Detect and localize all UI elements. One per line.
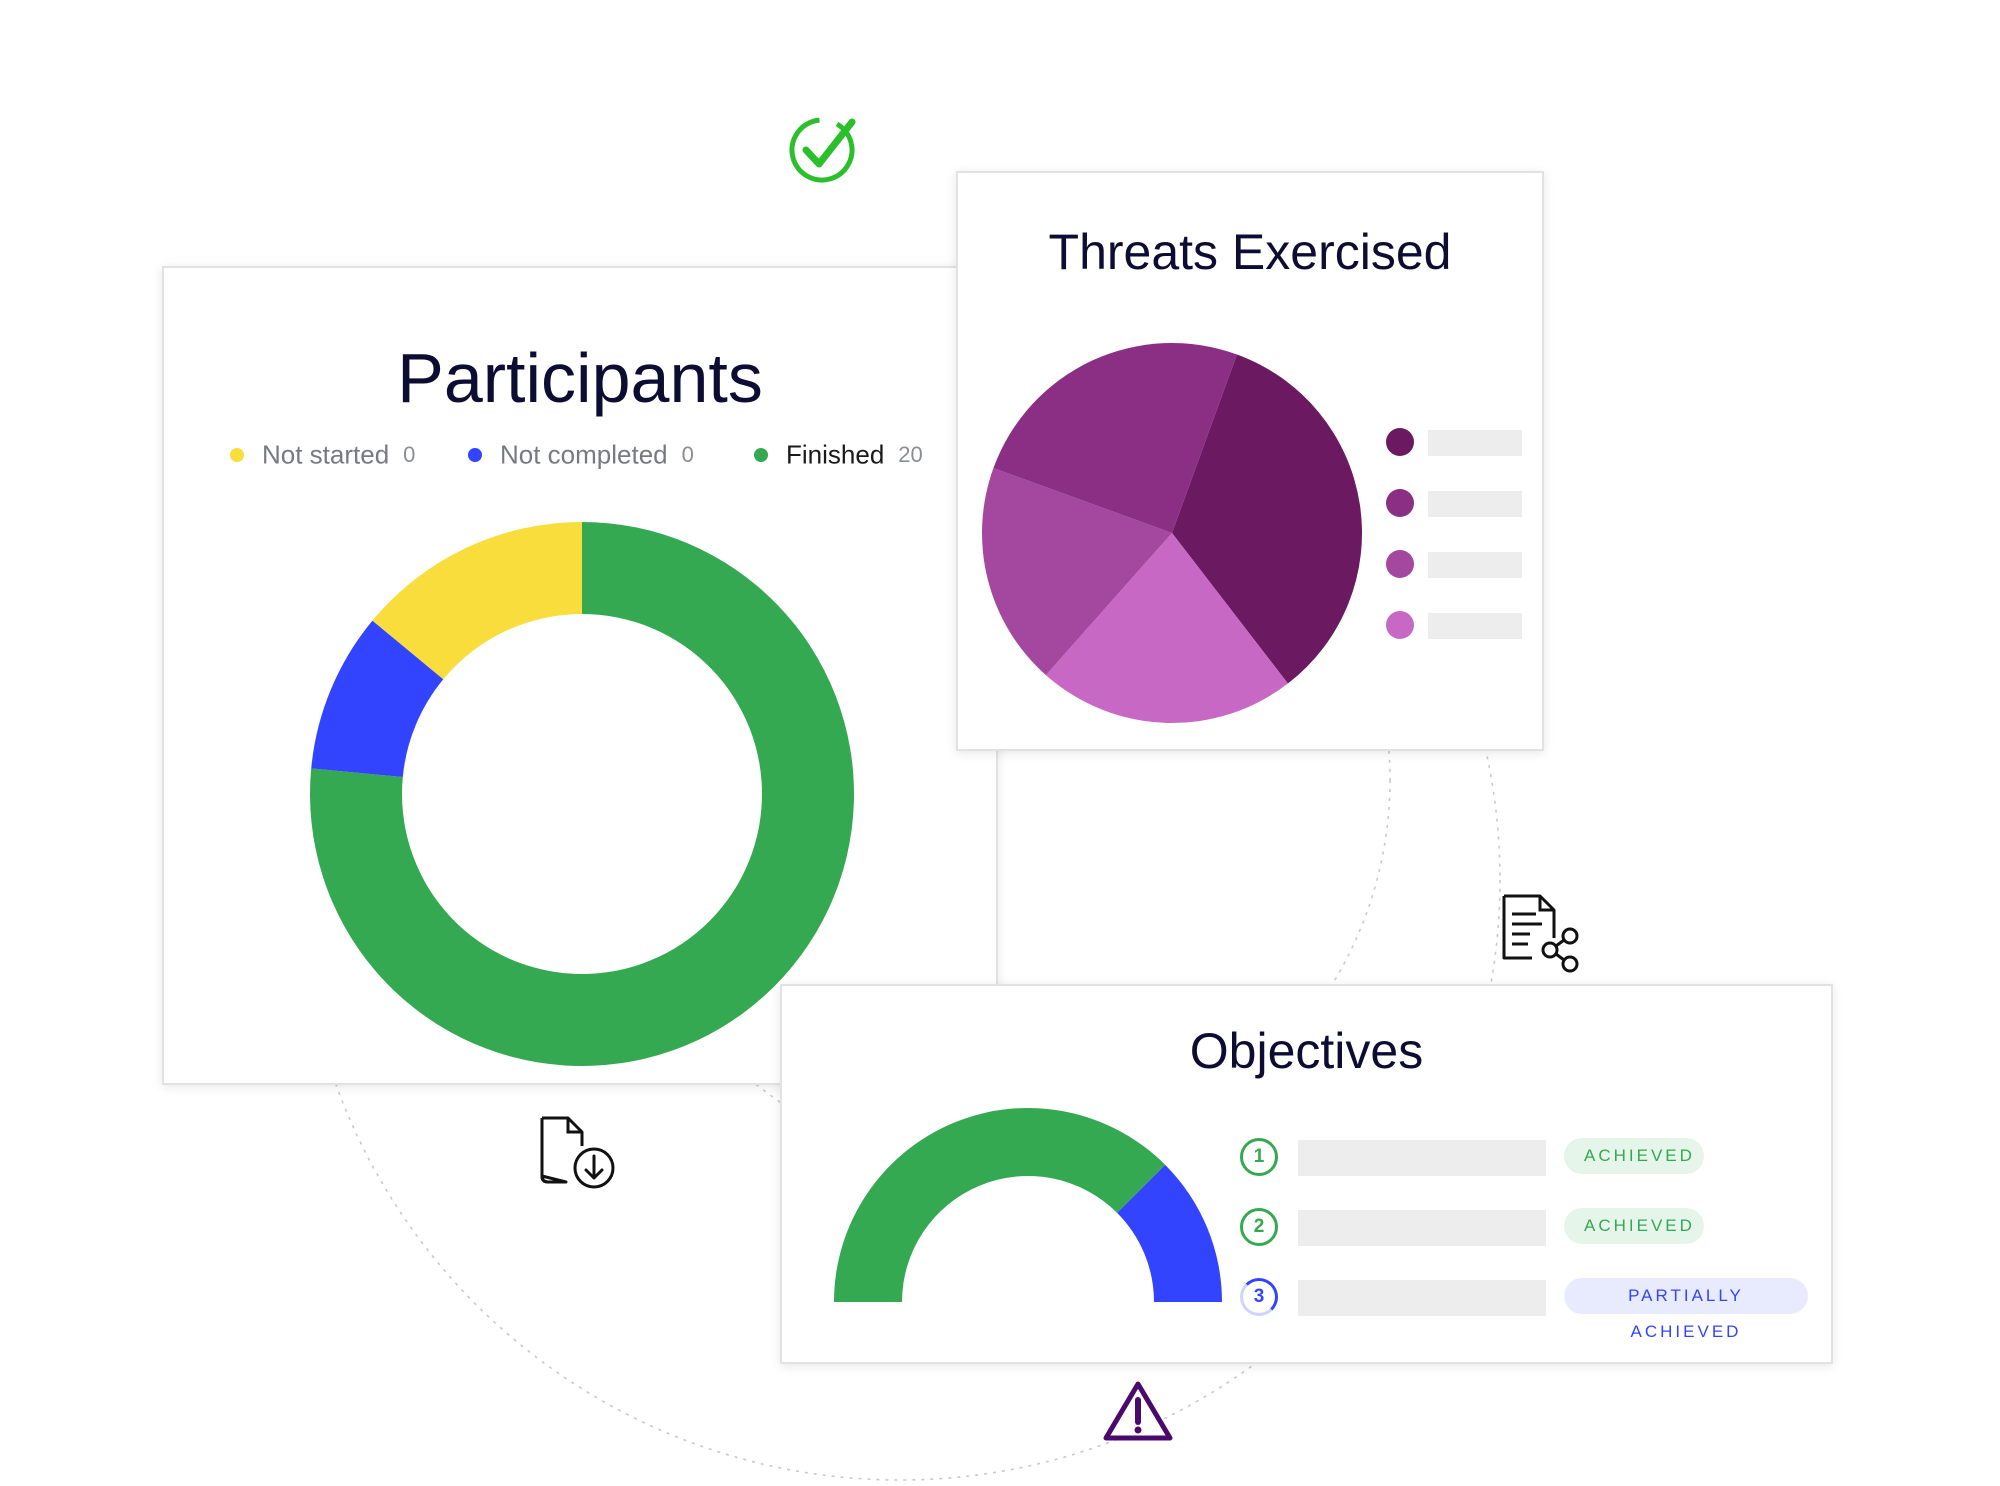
threats-pie-chart (982, 343, 1362, 723)
status-badge: ACHIEVED (1564, 1138, 1704, 1174)
participants-title: Participants (397, 339, 763, 417)
threats-legend-item[interactable] (1386, 489, 1522, 517)
objectives-title: Objectives (1189, 1023, 1424, 1079)
legend-label: Not completed (500, 439, 668, 470)
check-circle-icon (786, 110, 866, 190)
legend-placeholder-bar (1428, 552, 1522, 578)
status-badge: ACHIEVED (1564, 1208, 1704, 1244)
warning-triangle-icon (1102, 1380, 1174, 1444)
legend-label: Finished (786, 439, 885, 470)
participants-donut-chart (310, 522, 854, 1066)
threats-exercised-card: Threats Exercised (956, 171, 1544, 751)
document-share-icon (1500, 892, 1582, 974)
donut-slice-3[interactable] (372, 522, 582, 680)
objective-placeholder-bar (1298, 1140, 1546, 1176)
pie-slice-2[interactable] (1045, 533, 1288, 723)
threats-legend-item[interactable] (1386, 611, 1522, 639)
objectives-card: Objectives 1 ACHIEVED 2 ACHIEVED 3 PARTI… (780, 984, 1833, 1364)
legend-label: Not started (262, 439, 390, 470)
legend-placeholder-bar (1428, 430, 1522, 456)
legend-dot-yellow (230, 448, 244, 463)
threats-legend-item[interactable] (1386, 550, 1522, 578)
participants-card: Participants Not started 0 Not completed 0… (162, 266, 998, 1085)
objective-placeholder-bar (1298, 1210, 1546, 1246)
legend-item-not-completed[interactable]: Not completed 0 (468, 438, 694, 471)
gauge-segment-1[interactable] (834, 1108, 1166, 1302)
legend-item-finished[interactable]: Finished 20 (754, 438, 923, 471)
donut-slice-1[interactable] (310, 522, 854, 1066)
file-download-icon (538, 1112, 618, 1192)
objective-number: 1 (1240, 1138, 1278, 1176)
legend-count: 0 (681, 442, 694, 468)
legend-count: 0 (403, 442, 416, 468)
legend-dot (1386, 489, 1414, 517)
threats-legend-item[interactable] (1386, 428, 1522, 456)
status-badge: PARTIALLY ACHIEVED (1564, 1278, 1808, 1341)
legend-dot (1386, 611, 1414, 639)
pie-slice-1[interactable] (1172, 354, 1362, 684)
objective-row-1[interactable]: 1 ACHIEVED (782, 1138, 1831, 1182)
threats-title: Threats Exercised (1048, 224, 1452, 280)
gauge-segment-2[interactable] (1117, 1164, 1222, 1302)
objective-row-3[interactable]: 3 PARTIALLY ACHIEVED (782, 1278, 1831, 1341)
legend-dot-green (754, 448, 768, 463)
legend-item-not-started[interactable]: Not started 0 (230, 438, 415, 471)
legend-count: 20 (898, 442, 923, 468)
objective-row-2[interactable]: 2 ACHIEVED (782, 1208, 1831, 1252)
pie-slice-4[interactable] (993, 343, 1237, 533)
legend-dot (1386, 550, 1414, 578)
legend-dot-blue (468, 448, 482, 463)
objective-number: 3 (1240, 1278, 1278, 1316)
objectives-gauge-chart (834, 1108, 1222, 1302)
legend-placeholder-bar (1428, 491, 1522, 517)
legend-placeholder-bar (1428, 613, 1522, 639)
objective-placeholder-bar (1298, 1280, 1546, 1316)
objective-number: 2 (1240, 1208, 1278, 1246)
legend-dot (1386, 428, 1414, 456)
donut-slice-2[interactable] (311, 620, 444, 778)
pie-slice-3[interactable] (982, 468, 1172, 676)
